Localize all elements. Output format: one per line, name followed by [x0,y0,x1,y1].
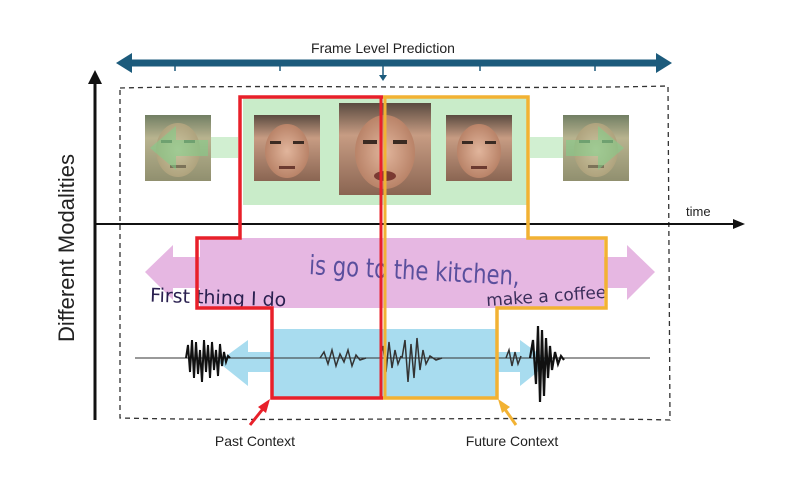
time-axis [95,219,745,229]
past-context-outline [195,95,383,400]
face-frame-4 [446,115,512,181]
future-context-pointer [498,399,518,426]
face-photo-icon [145,103,629,195]
face-frame-1 [145,115,211,181]
past-context-pointer [248,399,270,426]
past-context-label: Past Context [215,433,295,449]
time-label: time [686,204,711,219]
modalities-frame [119,85,671,421]
future-context-label: Future Context [466,433,559,449]
future-context-outline [383,95,608,400]
audio-left-arrow [218,340,272,386]
different-modalities-label: Different Modalities [54,154,79,342]
frame-level-arrow [116,53,672,81]
modalities-axis [88,70,102,420]
face-frame-5 [563,115,629,181]
audio-right-arrow [497,340,550,386]
face-frame-2 [254,115,320,181]
frame-level-prediction-label: Frame Level Prediction [311,40,455,56]
audio-waveform-icon [135,325,650,403]
text-band-arrow [145,238,655,308]
